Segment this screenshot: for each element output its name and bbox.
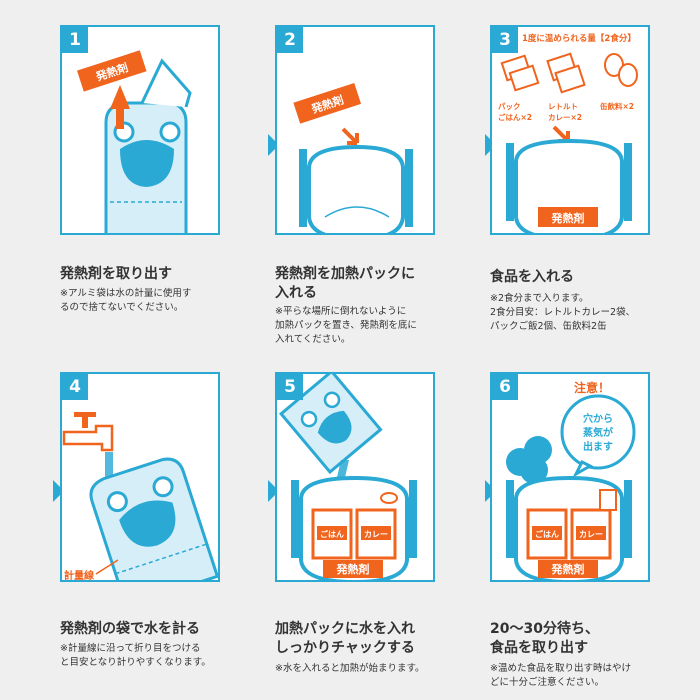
step-3-title: 食品を入れる — [490, 269, 574, 285]
step-4-panel: 4 計量線 — [60, 372, 220, 582]
step-4-illustration: 計量線 — [62, 412, 218, 580]
heater-pack — [538, 207, 598, 227]
item-label-curry: レトルトカレー×2 — [548, 102, 582, 122]
step-arrow-icon — [53, 480, 64, 502]
step-1-illustration: 発熱剤 — [76, 50, 192, 233]
heater-label: 発熱剤 — [551, 211, 585, 225]
step-1-panel: 1 発熱剤 — [60, 25, 220, 235]
curry-label: カレー — [579, 530, 603, 539]
step-number: 1 — [62, 27, 88, 53]
measure-line-label: 計量線 — [64, 569, 94, 580]
heater-pack — [538, 560, 598, 578]
step-number: 4 — [62, 374, 88, 400]
steam-warning-bubble: 穴から 蒸気が 出ます — [560, 394, 636, 478]
step-arrow-icon — [268, 480, 279, 502]
step-number: 3 — [492, 27, 518, 53]
steam-cloud-icon — [506, 436, 552, 484]
rice-label: ごはん — [320, 529, 344, 539]
can-icons — [604, 53, 638, 87]
steam-line: 出ます — [583, 440, 613, 453]
steam-line: 穴から — [583, 412, 613, 425]
step-6-title: 20〜30分待ち、 食品を取り出す — [490, 621, 599, 656]
item-label-rice: パックごはん×2 — [498, 101, 532, 122]
down-arrow-icon — [552, 125, 570, 143]
step-2-note: ※平らな場所に倒れないように 加熱パックを置き、発熱剤を底に 入れてください。 — [275, 306, 417, 345]
step-2-panel: 2 発熱剤 — [275, 25, 435, 235]
step-6-illustration: 注意！ 穴から 蒸気が 出ます ごはん カレー 発熱剤 — [506, 380, 636, 580]
step-5-note: ※水を入れると加熱が始まります。 — [275, 663, 425, 674]
step-number: 6 — [492, 374, 518, 400]
rice-label: ごはん — [535, 529, 559, 539]
heater-label: 発熱剤 — [336, 562, 370, 576]
step-number: 2 — [277, 27, 303, 53]
up-arrow-icon — [110, 85, 130, 129]
steam-line: 蒸気が — [583, 426, 614, 439]
water-stream — [105, 452, 113, 486]
step-3-illustration: 1度に温められる量【2食分】 パックごはん×2 レトルトカレー×2 缶飲料×2 … — [498, 33, 638, 233]
step-1-note: ※アルミ袋は水の計量に使用す るので捨てないでください。 — [60, 288, 192, 313]
bag-flap — [140, 58, 192, 108]
step-6-note: ※温めた食品を取り出す時はやけ どに十分ご注意ください。 — [490, 663, 631, 688]
step-3-panel: 3 1度に温められる量【2食分】 パックごはん×2 レトルトカレー×2 缶飲料×… — [490, 25, 650, 235]
step-6-panel: 6 注意！ 穴から 蒸気が 出ます ごはん カレー 発熱剤 — [490, 372, 650, 582]
step-4-title: 発熱剤の袋で水を計る — [60, 621, 200, 637]
rice-pack-icons — [500, 54, 540, 92]
step-number: 5 — [277, 374, 303, 400]
step-2-title: 発熱剤を加熱パックに 入れる — [275, 266, 415, 301]
heater-label: 発熱剤 — [551, 562, 585, 576]
rice-bowl — [120, 140, 174, 187]
curry-label: カレー — [364, 530, 388, 539]
down-arrow-icon — [341, 127, 359, 145]
step-4-note: ※計量線に沿って折り目をつける と目安となり計りやすくなります。 — [60, 643, 211, 668]
step-5-title: 加熱パックに水を入れ しっかりチャックする — [275, 621, 415, 656]
faucet-icon — [62, 424, 114, 452]
heater-pack — [76, 50, 147, 92]
curry-pouch-icons — [546, 52, 586, 94]
heater-pack — [293, 82, 362, 124]
item-label-can: 缶飲料×2 — [600, 101, 634, 111]
caution-label: 注意！ — [574, 380, 610, 395]
step-5-illustration: ごはん カレー 発熱剤 — [278, 374, 417, 580]
step-2-illustration: 発熱剤 — [293, 82, 413, 233]
step-1-title: 発熱剤を取り出す — [60, 266, 172, 282]
heating-pack — [307, 144, 405, 233]
capacity-label: 1度に温められる量【2食分】 — [522, 33, 636, 44]
heater-pack — [323, 560, 383, 578]
step-5-panel: 5 ごはん カレー 発熱剤 — [275, 372, 435, 582]
step-arrow-icon — [268, 134, 279, 156]
step-3-note: ※2食分まで入ります。 2食分目安：レトルトカレー2袋、 パックご飯2個、缶飲料… — [490, 293, 636, 332]
